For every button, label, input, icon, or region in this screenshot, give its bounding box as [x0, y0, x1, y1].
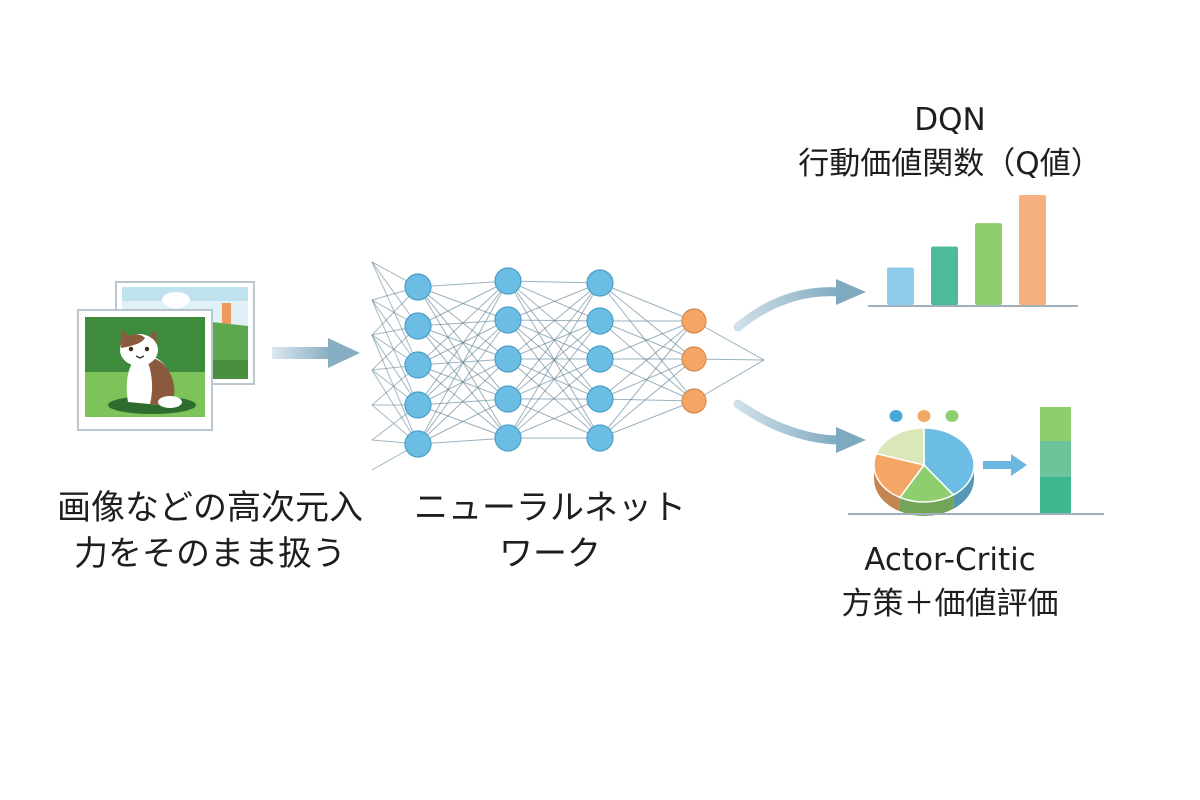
input-edge: [371, 261, 419, 366]
network-edge: [417, 280, 509, 406]
pie-slice-side: [874, 465, 900, 512]
network-edge: [507, 398, 601, 439]
cat-photo-icon: [77, 309, 213, 431]
neuron-layer-3: [586, 307, 614, 335]
network-caption-line-2: ワーク: [499, 534, 601, 574]
pie-slice-4: [875, 427, 925, 466]
network-edge: [599, 282, 695, 322]
pie-slice-side: [953, 465, 974, 509]
neuron-layer-1: [404, 351, 432, 379]
dqn-q-value-bar-chart: [887, 195, 1046, 305]
output-neuron: [681, 346, 707, 372]
network-edge: [507, 282, 601, 439]
input-caption-line-2: 力をそのまま扱う: [74, 534, 346, 574]
network-edge: [417, 280, 509, 288]
pie-slice-3: [873, 452, 926, 499]
neuron-layer-3: [586, 424, 614, 452]
neuron-layer-1: [404, 273, 432, 301]
network-edge: [417, 280, 509, 445]
network-edge: [507, 282, 601, 321]
input-edge: [371, 334, 419, 406]
actor-critic-caption: Actor-Critic 方策＋価値評価: [800, 538, 1100, 626]
network-caption-line-1: ニューラルネット: [414, 488, 686, 528]
network-edge: [417, 398, 509, 445]
dqn-subtitle: 行動価値関数（Q値）: [798, 146, 1102, 182]
network-edge: [417, 319, 509, 445]
dqn-title: DQN: [914, 102, 986, 138]
q-value-bar-2: [931, 246, 958, 305]
input-edge: [371, 369, 419, 445]
network-edge: [507, 282, 601, 400]
policy-dot-green: [945, 410, 959, 422]
value-bar-segment-top: [1040, 407, 1071, 441]
input-edge: [371, 299, 419, 406]
policy-dot-orange: [917, 410, 931, 422]
network-edge: [417, 280, 509, 327]
neuron-layer-1: [404, 312, 432, 340]
neuron-layer-3: [586, 345, 614, 373]
neuron-layer-2: [494, 306, 522, 334]
neuron-layer-2: [494, 345, 522, 373]
neuron-layer-2: [494, 424, 522, 452]
input-to-network-arrow: [272, 338, 360, 368]
actor-critic-subtitle: 方策＋価値評価: [841, 586, 1059, 622]
network-edge: [507, 320, 601, 360]
network-edge: [599, 320, 695, 360]
pie-slice-1: [923, 427, 975, 496]
value-bar-segment-middle: [1040, 441, 1071, 477]
network-edge: [417, 358, 509, 445]
network-edge: [507, 358, 601, 439]
network-edge: [417, 280, 509, 366]
input-caption-line-1: 画像などの高次元入: [57, 488, 363, 528]
network-edge: [599, 358, 695, 439]
policy-dot-blue: [889, 410, 903, 422]
network-caption: ニューラルネット ワーク: [400, 485, 700, 577]
input-image-stack-icon: [77, 281, 255, 431]
network-edge: [417, 437, 509, 445]
input-caption: 画像などの高次元入 力をそのまま扱う: [40, 485, 380, 577]
neuron-layer-2: [494, 385, 522, 413]
network-edge: [599, 320, 695, 439]
neuron-layer-1: [404, 391, 432, 419]
neuron-layer-3: [586, 269, 614, 297]
input-edge: [371, 334, 419, 445]
q-value-bar-4: [1019, 195, 1046, 305]
output-edge: [693, 320, 765, 361]
actor-critic-title: Actor-Critic: [864, 542, 1036, 578]
network-edge: [507, 280, 601, 284]
q-value-bar-1: [887, 267, 914, 305]
network-edge: [599, 320, 695, 402]
network-edge: [599, 282, 695, 402]
neuron-layer-3: [586, 385, 614, 413]
output-neuron: [681, 388, 707, 414]
network-to-actor-critic-arrow: [733, 399, 866, 453]
neural-network: [404, 267, 707, 458]
network-edge: [599, 398, 695, 402]
pie-slice-2: [898, 463, 955, 503]
network-edge: [599, 320, 695, 400]
output-edge: [693, 359, 765, 402]
dqn-caption: DQN 行動価値関数（Q値）: [780, 98, 1120, 186]
network-to-dqn-arrow: [733, 279, 866, 332]
network-edge: [507, 320, 601, 439]
value-bar-segment-bottom: [1040, 477, 1071, 513]
pie-to-value-arrow: [983, 454, 1027, 476]
neuron-layer-1: [404, 430, 432, 458]
neuron-layer-2: [494, 267, 522, 295]
actor-policy-pie-chart: [873, 427, 975, 516]
q-value-bar-3: [975, 223, 1002, 305]
output-neuron: [681, 308, 707, 334]
policy-dots: [889, 410, 959, 422]
network-edge: [507, 282, 601, 360]
network-edge: [599, 400, 695, 439]
critic-value-bar: [1040, 407, 1071, 513]
